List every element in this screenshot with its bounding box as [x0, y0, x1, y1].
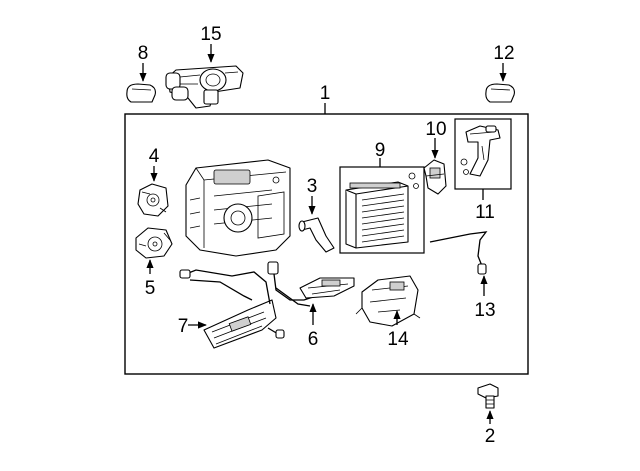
callout-7: 7	[178, 316, 189, 337]
callout-6: 6	[308, 329, 319, 350]
callout-4: 4	[149, 146, 160, 167]
callout-14: 14	[387, 329, 409, 350]
callout-10: 10	[425, 119, 446, 140]
part-4-servo-motor	[137, 183, 169, 217]
part-14-duct	[355, 275, 421, 327]
part-11-tubes	[460, 125, 501, 177]
part-8-cap	[126, 83, 156, 103]
part-12-cap	[485, 83, 515, 103]
callout-11: 11	[475, 202, 495, 223]
part-5-servo-motor	[135, 227, 173, 259]
assembly-frame	[124, 113, 529, 375]
part-13-sensor-line	[429, 231, 488, 275]
callout-13: 13	[474, 300, 495, 321]
callout-15: 15	[200, 24, 221, 45]
heater-housing	[185, 159, 291, 257]
part-2-bolt	[477, 383, 499, 409]
callout-8: 8	[138, 43, 149, 64]
callout-12: 12	[493, 43, 514, 64]
part-6-wire-harness	[267, 261, 355, 307]
callout-1: 1	[320, 83, 331, 104]
part-15-water-valve	[165, 65, 244, 109]
callout-9: 9	[375, 140, 386, 161]
part-10-expansion-valve	[423, 159, 447, 195]
callout-5: 5	[145, 278, 156, 299]
part-3-drain-hose	[298, 217, 335, 253]
part-7-control-module	[179, 269, 285, 349]
callout-2: 2	[485, 426, 496, 447]
part-9-evaporator	[345, 172, 419, 249]
callout-3: 3	[307, 176, 318, 197]
